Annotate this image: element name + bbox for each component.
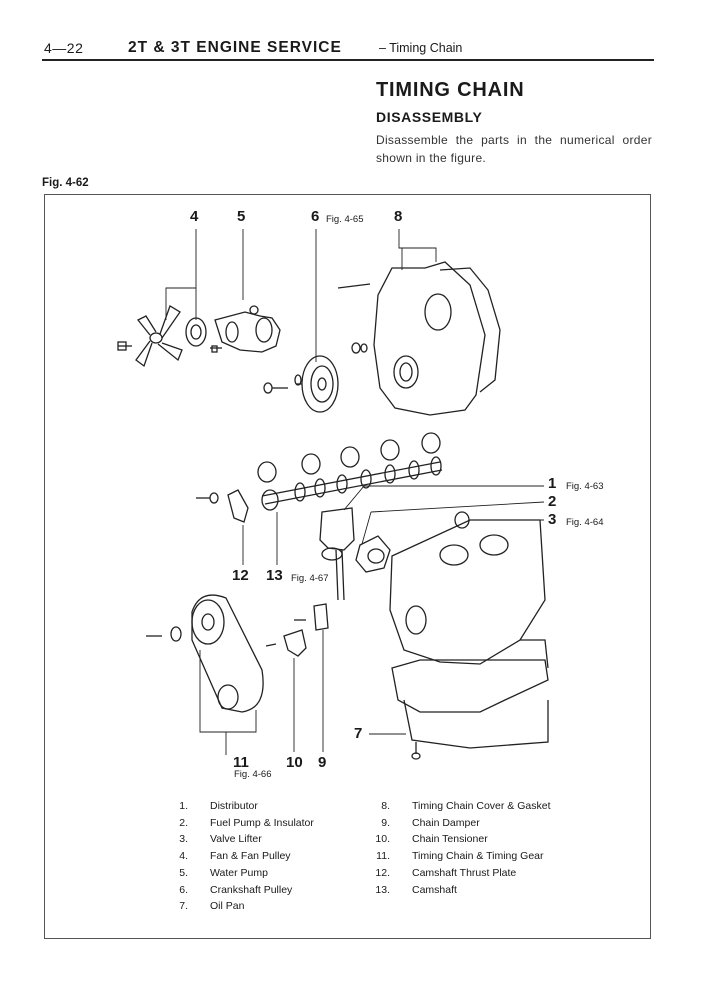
ref-fig-4-67: Fig. 4-67 <box>291 573 329 584</box>
legend-item: 1.Distributor <box>179 800 258 812</box>
camshaft-icon <box>261 456 443 511</box>
page-number: 4—22 <box>44 40 84 56</box>
section-subtitle: DISASSEMBLY <box>376 109 483 125</box>
crankshaft-pulley-icon <box>263 355 339 413</box>
legend-item: 3.Valve Lifter <box>179 833 262 846</box>
timing-chain-icon <box>146 594 264 713</box>
callout-6: 6 <box>311 208 320 225</box>
thrust-plate-icon <box>196 489 249 523</box>
ref-fig-4-65: Fig. 4-65 <box>326 214 364 225</box>
legend-item: 5.Water Pump <box>179 866 268 879</box>
callout-13: 13 <box>266 567 283 584</box>
legend-item: 12.Camshaft Thrust Plate <box>375 866 517 879</box>
page-header: 4—22 2T & 3T ENGINE SERVICE – Timing Cha… <box>44 39 652 60</box>
header-title: 2T & 3T ENGINE SERVICE <box>128 39 342 56</box>
valve-lifters-icon <box>257 432 441 483</box>
figure-label: Fig. 4-62 <box>42 177 89 189</box>
legend-right: 8.Timing Chain Cover & Gasket 9.Chain Da… <box>360 798 551 898</box>
callout-3: 3 <box>548 511 557 528</box>
legend-item: 8.Timing Chain Cover & Gasket <box>381 800 551 812</box>
chain-damper-icon <box>294 603 329 631</box>
section-intro: Disassemble the parts in the numerical o… <box>376 133 652 165</box>
distributor-icon <box>319 507 355 601</box>
callout-5: 5 <box>237 208 246 225</box>
callout-7: 7 <box>354 725 363 742</box>
callout-2: 2 <box>548 493 557 510</box>
section-title: TIMING CHAIN <box>376 79 525 101</box>
callout-12: 12 <box>232 567 249 584</box>
callout-10: 10 <box>286 754 303 771</box>
legend-item: 10.Chain Tensioner <box>375 833 488 846</box>
legend-item: 4.Fan & Fan Pulley <box>179 850 291 863</box>
callout-4: 4 <box>190 208 199 225</box>
water-pump-icon <box>210 305 281 353</box>
leader-lines <box>165 229 545 755</box>
legend-item: 13.Camshaft <box>375 883 457 896</box>
legend-item: 11.Timing Chain & Timing Gear <box>376 850 544 863</box>
callout-8: 8 <box>394 208 403 225</box>
ref-fig-4-66: Fig. 4-66 <box>234 769 272 780</box>
callout-1: 1 <box>548 475 557 492</box>
callout-11: 11 <box>233 754 249 771</box>
chain-tensioner-icon <box>265 629 307 657</box>
legend-item: 9.Chain Damper <box>381 816 480 829</box>
engine-block-icon <box>389 519 549 669</box>
oil-pan-icon <box>391 659 549 760</box>
ref-fig-4-64: Fig. 4-64 <box>566 517 604 528</box>
legend-item: 6.Crankshaft Pulley <box>179 883 293 896</box>
ref-fig-4-63: Fig. 4-63 <box>566 481 604 492</box>
header-rule <box>42 59 654 61</box>
figure-frame <box>44 194 651 939</box>
callout-9: 9 <box>318 754 327 771</box>
timing-chain-cover-icon <box>337 261 501 416</box>
legend-left: 1.Distributor 2.Fuel Pump & Insulator 3.… <box>162 798 314 915</box>
fuel-pump-icon <box>355 535 391 573</box>
legend-item: 7.Oil Pan <box>179 900 245 913</box>
header-subtitle: – Timing Chain <box>379 41 463 55</box>
legend-item: 2.Fuel Pump & Insulator <box>179 816 314 829</box>
fan-icon <box>117 305 207 368</box>
